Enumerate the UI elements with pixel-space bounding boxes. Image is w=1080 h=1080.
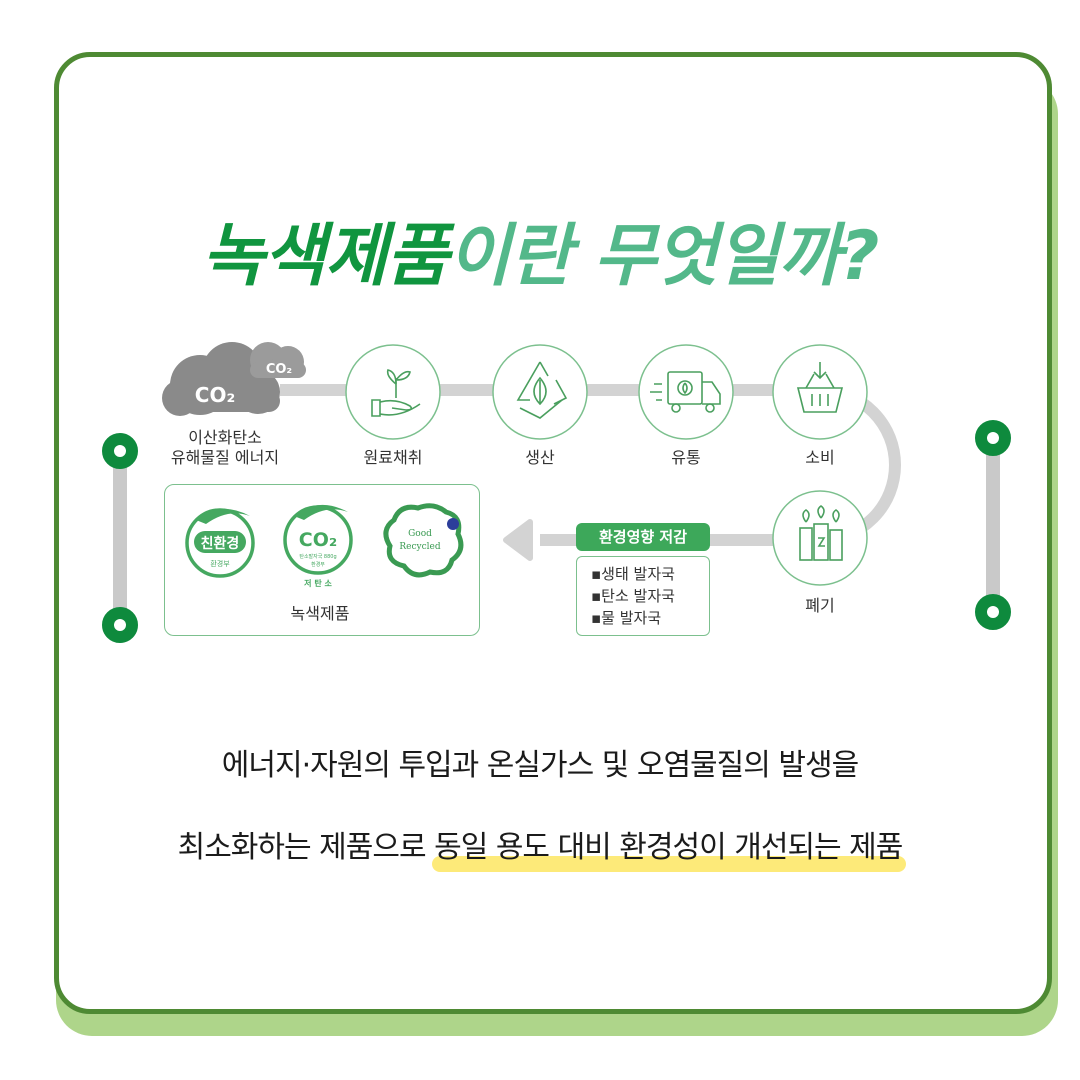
eco-label-mark: 친환경 환경부 bbox=[185, 508, 255, 578]
handle-bar bbox=[113, 447, 127, 629]
waste-bins-icon bbox=[799, 505, 843, 561]
footprint-item-ecological: ▪생태 발자국 bbox=[591, 565, 675, 583]
source-label: 이산화탄소 유해물질 에너지 bbox=[170, 428, 280, 467]
step-label-production: 생산 bbox=[525, 448, 555, 467]
green-products-box bbox=[164, 484, 480, 636]
recycle-leaf-icon bbox=[516, 361, 568, 419]
handle-bar bbox=[986, 434, 1000, 616]
step-label-raw-material: 원료채취 bbox=[363, 448, 423, 467]
good-recycled-mark: Good Recycled bbox=[383, 503, 464, 578]
co2-mark-bottom: 저 탄 소 bbox=[304, 578, 332, 588]
delivery-truck-icon bbox=[650, 371, 721, 413]
footprint-item-carbon: ▪탄소 발자국 bbox=[591, 587, 675, 605]
step-circle-distribution bbox=[638, 344, 734, 440]
step-circle-disposal bbox=[772, 490, 868, 586]
title-part-dark: 녹색제품 bbox=[201, 217, 449, 296]
co2-small-text: CO₂ bbox=[266, 362, 292, 377]
handle-dot-bottom bbox=[975, 594, 1011, 630]
page-title: 녹색제품이란 무엇일까? bbox=[0, 200, 1080, 299]
recycled-mark-line2: Recycled bbox=[399, 542, 440, 552]
step-label-distribution: 유통 bbox=[671, 448, 701, 467]
impact-footprint-list: ▪생태 발자국 ▪탄소 발자국 ▪물 발자국 bbox=[576, 556, 710, 636]
co2-mark-text: CO₂ bbox=[299, 529, 337, 551]
caption-line-1: 에너지·자원의 투입과 온실가스 및 오염물질의 발생을 bbox=[221, 748, 859, 783]
footprint-item-water: ▪물 발자국 bbox=[591, 609, 662, 627]
handle-dot-top bbox=[975, 420, 1011, 456]
caption-highlighted-text: 동일 용도 대비 환경성이 개선되는 제품 bbox=[432, 822, 907, 872]
step-label-consumption: 소비 bbox=[805, 448, 835, 467]
low-carbon-mark: CO₂ 탄소발자국 880g 환경부 저 탄 소 bbox=[283, 504, 353, 588]
hand-sprout-icon bbox=[371, 369, 421, 417]
handle-dot-top bbox=[102, 433, 138, 469]
green-products-label: 녹색제품 bbox=[290, 604, 350, 623]
left-decorative-handle bbox=[100, 433, 140, 643]
handle-dot-bottom bbox=[102, 607, 138, 643]
caption-line-2: 최소화하는 제품으로 동일 용도 대비 환경성이 개선되는 제품 bbox=[0, 822, 1080, 872]
title-part-light: 이란 무엇일까? bbox=[447, 217, 879, 296]
step-circle-raw-material bbox=[345, 344, 441, 440]
co2-mark-sub: 탄소발자국 880g bbox=[299, 553, 336, 560]
co2-cloud-icon: CO₂ CO₂ bbox=[162, 342, 306, 416]
eco-mark-text: 친환경 bbox=[201, 535, 240, 552]
recycled-mark-line1: Good bbox=[408, 529, 432, 539]
eco-mark-sub: 환경부 bbox=[210, 559, 230, 568]
right-decorative-handle bbox=[973, 420, 1013, 630]
caption-line-2-plain: 최소화하는 제품으로 bbox=[177, 830, 435, 865]
step-label-disposal: 폐기 bbox=[805, 596, 835, 615]
impact-reduction-tag: 환경영향 저감 bbox=[576, 523, 710, 551]
shopping-basket-icon bbox=[796, 362, 844, 413]
step-circle-consumption bbox=[772, 344, 868, 440]
step-circle-production bbox=[492, 344, 588, 440]
co2-large-text: CO₂ bbox=[195, 383, 235, 407]
co2-mark-sub2: 환경부 bbox=[311, 561, 325, 568]
